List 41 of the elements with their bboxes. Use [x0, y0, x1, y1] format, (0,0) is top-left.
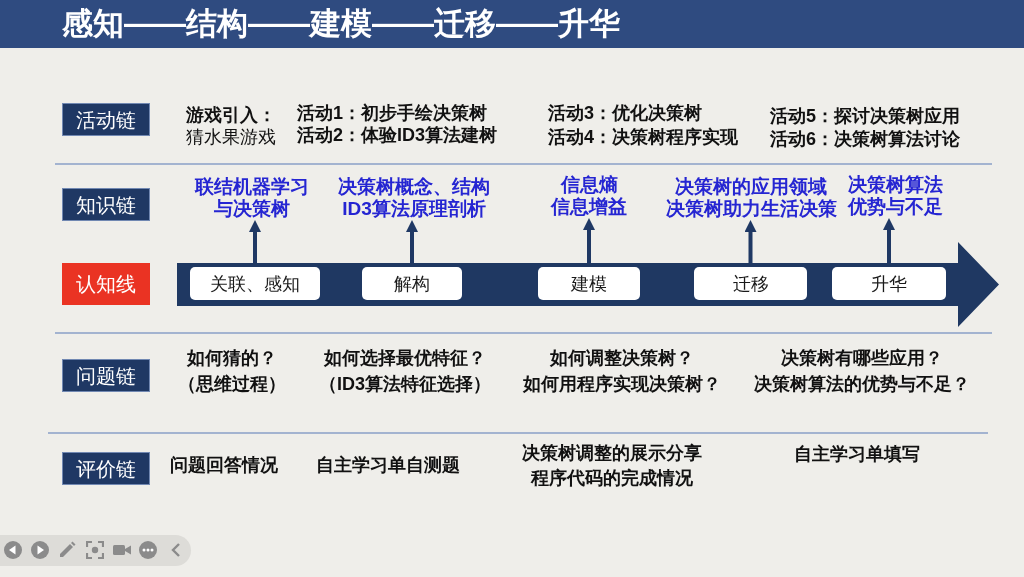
activity-text: 活动3：优化决策树 — [548, 102, 702, 124]
activity-text: 活动6：决策树算法讨论 — [770, 128, 960, 150]
evaluation-text: 决策树调整的展示分享 — [522, 442, 702, 464]
stage-box: 关联、感知 — [190, 267, 320, 300]
concept-text: 决策树的应用领域 — [674, 176, 828, 198]
activity-text: 活动4：决策树程序实现 — [548, 126, 738, 148]
concept-text: 决策树算法优势与不足 — [846, 174, 945, 218]
question-text: 决策树有哪些应用？ — [781, 347, 943, 369]
question-text: 如何调整决策树？ — [550, 347, 694, 369]
activity-text: 活动1：初步手绘决策树 — [297, 102, 487, 124]
concept-text: 联结机器学习与决策树 — [193, 176, 310, 220]
stage-box: 解构 — [362, 267, 462, 300]
row-label-box: 评价链 — [62, 452, 150, 485]
row-label-box: 知识链 — [62, 188, 150, 221]
evaluation-text: 问题回答情况 — [170, 454, 278, 476]
activity-text: 游戏引入： — [186, 104, 276, 126]
row-label-box: 认知线 — [62, 263, 150, 305]
question-text: 如何猜的？ — [187, 347, 277, 369]
stage-box: 升华 — [832, 267, 946, 300]
stage-box: 迁移 — [694, 267, 807, 300]
activity-text: 活动5：探讨决策树应用 — [770, 105, 960, 127]
question-text: （ID3算法特征选择） — [319, 373, 491, 395]
evaluation-text: 程序代码的完成情况 — [531, 467, 693, 489]
question-text: （思维过程） — [178, 373, 286, 395]
evaluation-text: 自主学习单自测题 — [316, 454, 460, 476]
evaluation-text: 自主学习单填写 — [794, 443, 920, 465]
concept-text: 信息熵 — [559, 174, 619, 196]
question-text: 如何用程序实现决策树？ — [523, 373, 721, 395]
timeline-arrow — [177, 242, 999, 327]
concept-text: ID3算法原理剖析 — [341, 198, 487, 220]
concept-text: 决策树概念、结构 — [338, 176, 490, 198]
concept-text: 决策树助力生活决策 — [665, 198, 837, 220]
row-label-box: 问题链 — [62, 359, 150, 392]
concept-text: 信息增益 — [551, 196, 627, 218]
question-text: 决策树算法的优势与不足？ — [754, 373, 970, 395]
question-text: 如何选择最优特征？ — [324, 347, 486, 369]
stage-box: 建模 — [538, 267, 640, 300]
activity-text: 活动2：体验ID3算法建树 — [297, 124, 498, 146]
activity-text: 猜水果游戏 — [186, 126, 276, 148]
title: 感知——结构——建模——迁移——升华 — [62, 6, 620, 42]
row-label-box: 活动链 — [62, 103, 150, 136]
